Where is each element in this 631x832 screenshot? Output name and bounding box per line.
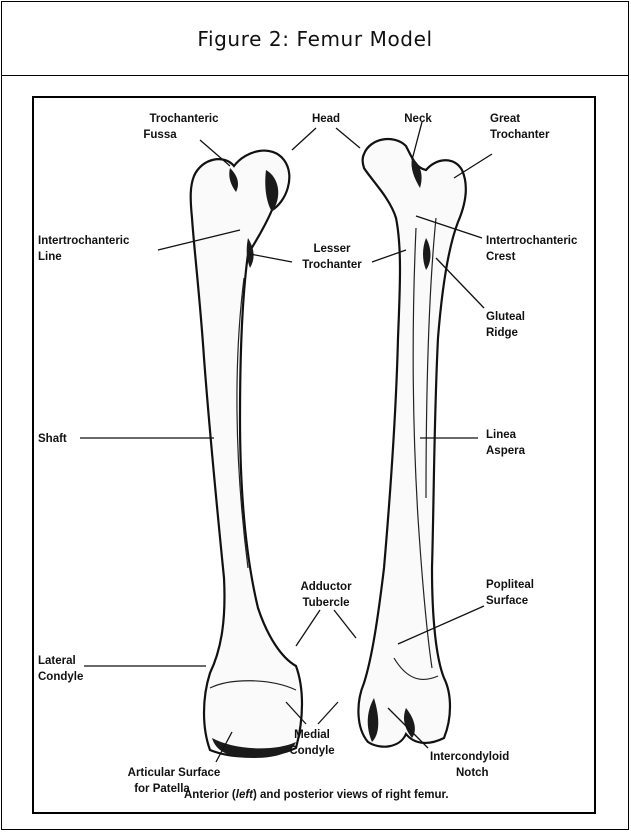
label-lateral-condyle-2: Condyle (38, 671, 83, 683)
label-medial-condyle-1: Medial (294, 729, 330, 741)
label-intertrochanteric-crest-1: Intertrochanteric (486, 235, 578, 247)
caption-part-1: Anterior ( (184, 789, 236, 801)
label-lesser-trochanter-2: Trochanter (302, 259, 362, 271)
label-linea-aspera-2: Aspera (486, 445, 526, 457)
figure-title-bar: Figure 2: Femur Model (2, 2, 628, 76)
label-shaft: Shaft (38, 433, 67, 445)
label-gluteal-ridge-2: Ridge (486, 327, 518, 339)
label-gluteal-ridge-1: Gluteal (486, 311, 525, 323)
label-lateral-condyle-1: Lateral (38, 655, 76, 667)
label-intertrochanteric-line-1: Intertrochanteric (38, 235, 130, 247)
label-articular-surface-2: for Patella (134, 783, 190, 795)
caption-part-2: ) and posterior views of right femur. (253, 789, 449, 801)
label-head: Head (312, 113, 340, 125)
label-adductor-tubercle-2: Tubercle (302, 597, 349, 609)
label-adductor-tubercle-1: Adductor (300, 581, 352, 593)
label-articular-surface-1: Articular Surface (128, 767, 221, 779)
label-neck: Neck (404, 113, 432, 125)
figure-title: Figure 2: Femur Model (197, 27, 432, 51)
caption-italic: left (236, 789, 254, 801)
labels: Trochanteric Fussa Head Neck Great Troch… (38, 113, 578, 795)
label-popliteal-surface-1: Popliteal (486, 579, 534, 591)
label-popliteal-surface-2: Surface (486, 595, 528, 607)
anterior-femur (191, 151, 302, 758)
label-intertrochanteric-line-2: Line (38, 251, 62, 263)
label-linea-aspera-1: Linea (486, 429, 517, 441)
label-intertrochanteric-crest-2: Crest (486, 251, 516, 263)
femur-illustration-box: Trochanteric Fussa Head Neck Great Troch… (32, 96, 596, 814)
femur-diagram: Trochanteric Fussa Head Neck Great Troch… (34, 98, 598, 816)
label-lesser-trochanter-1: Lesser (313, 243, 351, 255)
label-trochanteric-fossa-1: Trochanteric (149, 113, 219, 125)
posterior-femur (358, 139, 465, 747)
label-medial-condyle-2: Condyle (289, 745, 334, 757)
label-great-trochanter-1: Great (490, 113, 520, 125)
label-intercondyloid-notch-2: Notch (456, 767, 489, 779)
figure-caption: Anterior (left) and posterior views of r… (184, 789, 449, 801)
label-great-trochanter-2: Trochanter (490, 129, 550, 141)
label-trochanteric-fossa-2: Fussa (143, 129, 177, 141)
label-intercondyloid-notch-1: Intercondyloid (430, 751, 509, 763)
